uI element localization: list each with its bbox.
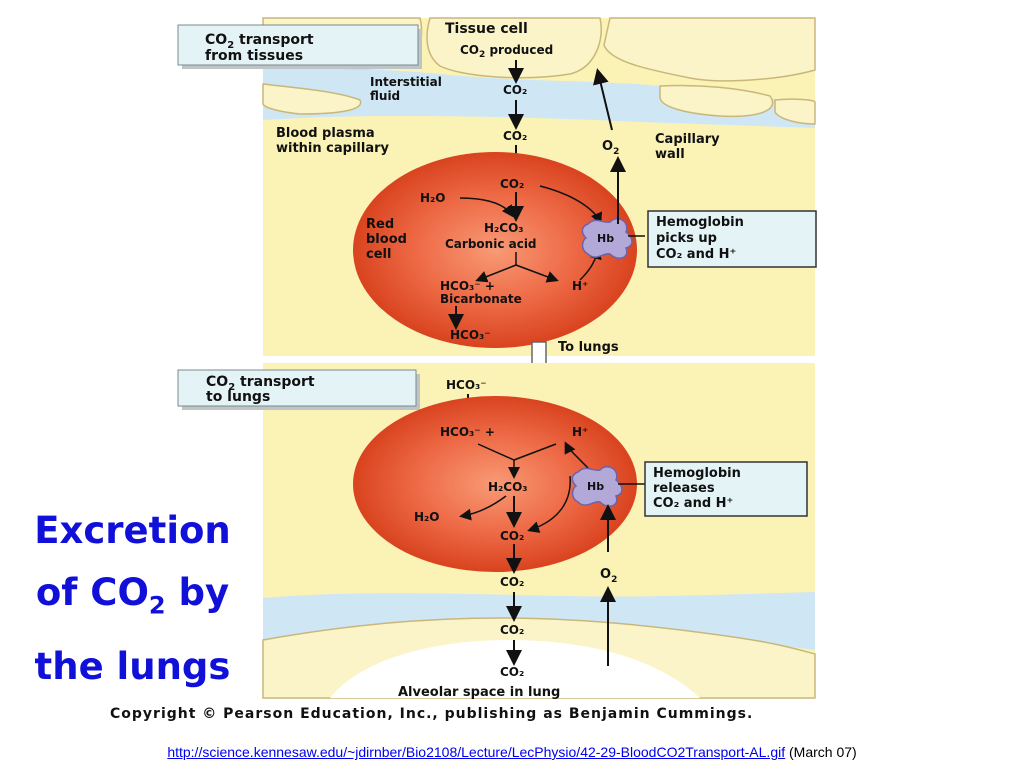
copyright-notice: Copyright © Pearson Education, Inc., pub… <box>110 706 754 722</box>
co2-produced-sub: 2 <box>479 50 485 60</box>
co2-rbc-top: CO₂ <box>500 177 524 191</box>
hco3-in-bottom: HCO₃⁻ <box>446 378 487 392</box>
hco3-out-top: HCO₃⁻ <box>450 328 491 342</box>
slide-title-line2-post: by <box>165 571 230 614</box>
hemoglobin-bottom: Hb <box>571 466 623 507</box>
h-plus-top: H⁺ <box>572 279 588 293</box>
rbc-line3: cell <box>366 247 391 262</box>
top-header-line1-pre: CO <box>205 32 227 48</box>
svg-text:CO2 transport: CO2 transport <box>205 32 314 51</box>
callout-top-line3: CO₂ and H⁺ <box>656 247 736 262</box>
bottom-header-line1-post: transport <box>235 374 315 390</box>
co2-interstitial: CO₂ <box>503 83 527 97</box>
interstitial-fluid <box>263 60 815 128</box>
slide-title-line2-sub: 2 <box>148 591 166 620</box>
svg-text:CO2 produced: CO2 produced <box>460 43 553 60</box>
bicarbonate-label: Bicarbonate <box>440 292 522 306</box>
plasma-line2: within capillary <box>276 141 390 156</box>
bottom-header-box: CO2 transport to lungs <box>177 369 420 410</box>
top-header-line2: from tissues <box>205 48 303 64</box>
alveolar-label: Alveolar space in lung <box>398 685 560 700</box>
co2-alveolar: CO₂ <box>500 665 524 679</box>
co2-wall-bottom: CO₂ <box>500 623 524 637</box>
co2-rbc-bottom: CO₂ <box>500 529 524 543</box>
source-citation: http://science.kennesaw.edu/~jdirnber/Bi… <box>0 744 1024 760</box>
svg-text:CO2 transport: CO2 transport <box>206 374 315 393</box>
bottom-panel: CO2 transport to lungs HCO₃⁻ HCO₃⁻ + H⁺ … <box>177 363 816 700</box>
hco3-plus-top: HCO₃⁻ + <box>440 279 495 293</box>
h2o-bottom: H₂O <box>414 510 440 524</box>
svg-text:O2: O2 <box>600 567 617 585</box>
h2o-top: H₂O <box>420 191 446 205</box>
o2-bottom-sub: 2 <box>611 575 617 585</box>
slide-title-line2-pre: of CO <box>35 571 149 614</box>
interstitial-line2: fluid <box>370 89 400 103</box>
h-plus-bottom: H⁺ <box>572 425 588 439</box>
callout-bottom-line1: Hemoglobin <box>653 466 741 481</box>
callout-top-line1: Hemoglobin <box>656 215 744 230</box>
top-header-line1-sub: 2 <box>227 40 234 51</box>
slide-title: Excretion of CO2 by the lungs <box>10 500 255 698</box>
o2-bottom-pre: O <box>600 567 611 582</box>
capillary-line1: Capillary <box>655 132 720 147</box>
hemoglobin-top: Hb <box>581 218 633 259</box>
rbc-line1: Red <box>366 217 394 232</box>
top-header-line1-post: transport <box>234 32 314 48</box>
top-callout: Hemoglobin picks up CO₂ and H⁺ <box>647 210 817 268</box>
co2-produced-pre: CO <box>460 43 479 57</box>
bottom-header-line2: to lungs <box>206 389 270 405</box>
rbc-line2: blood <box>366 232 407 247</box>
hco3-plus-bottom: HCO₃⁻ + <box>440 425 495 439</box>
source-link[interactable]: http://science.kennesaw.edu/~jdirnber/Bi… <box>167 744 786 760</box>
carbonic-acid-label: Carbonic acid <box>445 237 537 251</box>
red-blood-cell-top <box>353 152 637 348</box>
top-panel: CO2 transport from tissues Tissue cell C… <box>177 17 817 356</box>
bottom-header-line1-sub: 2 <box>228 382 235 393</box>
slide-title-line3: the lungs <box>34 645 231 689</box>
plasma-line1: Blood plasma <box>276 126 375 141</box>
tissue-cell-label: Tissue cell <box>445 21 528 37</box>
bottom-header-line1-pre: CO <box>206 374 228 390</box>
callout-bottom-line3: CO₂ and H⁺ <box>653 496 733 511</box>
top-header-box: CO2 transport from tissues <box>177 24 422 69</box>
h2co3-top: H₂CO₃ <box>484 221 524 235</box>
h2co3-bottom: H₂CO₃ <box>488 480 528 494</box>
capillary-line2: wall <box>655 147 685 162</box>
o2-top-pre: O <box>602 139 613 154</box>
svg-text:O2: O2 <box>602 139 619 157</box>
slide-title-line1: Excretion <box>34 509 231 552</box>
bottom-callout: Hemoglobin releases CO₂ and H⁺ <box>644 461 808 517</box>
hb-top-label: Hb <box>597 232 614 245</box>
red-blood-cell-bottom <box>353 396 637 572</box>
co2-produced-post: produced <box>485 43 553 57</box>
callout-top-line2: picks up <box>656 231 717 246</box>
to-lungs-label: To lungs <box>558 340 619 355</box>
co2-plasma: CO₂ <box>503 129 527 143</box>
hb-bottom-label: Hb <box>587 480 604 493</box>
callout-bottom-line2: releases <box>653 481 715 496</box>
interstitial-line1: Interstitial <box>370 75 442 89</box>
source-date: (March 07) <box>785 744 857 760</box>
co2-plasma-bottom: CO₂ <box>500 575 524 589</box>
o2-top-sub: 2 <box>613 147 619 157</box>
